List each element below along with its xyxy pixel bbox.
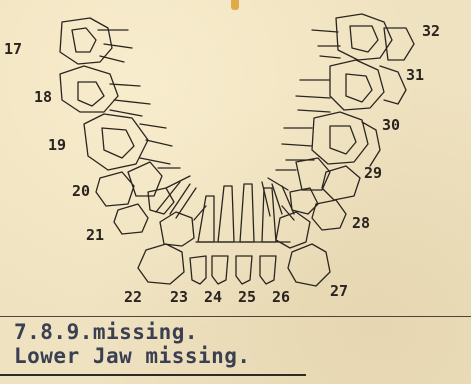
tooth-20-outline	[96, 162, 180, 206]
tooth-number-30: 30	[382, 116, 400, 134]
tooth-number-20: 20	[72, 182, 90, 200]
tooth-number-25: 25	[238, 288, 256, 306]
tooth-23-outline	[190, 196, 214, 284]
tooth-number-29: 29	[364, 164, 382, 182]
tooth-18-outline	[60, 66, 150, 116]
tooth-22-outline	[138, 244, 184, 284]
tooth-number-24: 24	[204, 288, 222, 306]
tooth-number-23: 23	[170, 288, 188, 306]
tooth-24-outline	[212, 186, 234, 284]
dental-chart-diagram: 17 18 19 20 21 22 23 24 25 26 27 28 29 3…	[0, 0, 471, 320]
tooth-number-22: 22	[124, 288, 142, 306]
tooth-number-31: 31	[406, 66, 424, 84]
separator-line	[0, 316, 471, 317]
tooth-number-32: 32	[422, 22, 440, 40]
tooth-25-outline	[236, 184, 254, 284]
tooth-26-outline	[260, 188, 276, 284]
tooth-number-21: 21	[86, 226, 104, 244]
tooth-30-outline	[282, 112, 380, 166]
tooth-number-18: 18	[34, 88, 52, 106]
tooth-number-26: 26	[272, 288, 290, 306]
tooth-32-outline	[312, 14, 414, 60]
bottom-underline	[0, 374, 306, 376]
tooth-number-28: 28	[352, 214, 370, 232]
note-missing-teeth: 7.8.9.missing.	[14, 320, 198, 344]
note-lower-jaw: Lower Jaw missing.	[14, 344, 251, 368]
tooth-17-outline	[60, 18, 132, 64]
tooth-31-outline	[296, 60, 406, 112]
tooth-29-outline	[276, 158, 360, 200]
tooth-number-17: 17	[4, 40, 22, 58]
tooth-19-outline	[84, 114, 172, 170]
tooth-27-outline	[288, 244, 330, 286]
left-molars	[60, 18, 196, 234]
tooth-number-27: 27	[330, 282, 348, 300]
right-incisor-ridges	[262, 182, 294, 216]
tooth-number-19: 19	[48, 136, 66, 154]
